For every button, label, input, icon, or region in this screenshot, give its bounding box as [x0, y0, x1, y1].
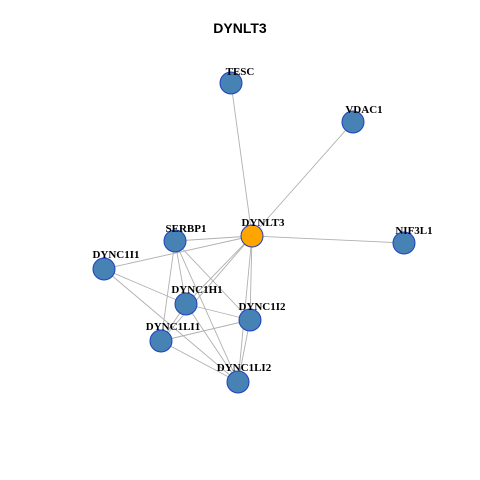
node-label-nif3l1: NIF3L1 — [395, 225, 432, 237]
edge-dynlt3-dync1i1 — [103, 235, 253, 270]
node-nif3l1[interactable] — [392, 231, 416, 255]
node-layer — [92, 71, 416, 394]
node-dynlt3[interactable] — [240, 224, 264, 248]
edge-dynlt3-serbp1 — [174, 235, 253, 242]
edge-dync1h1-dync1li2 — [185, 303, 239, 383]
node-dync1li1[interactable] — [149, 329, 173, 353]
node-label-vdac1: VDAC1 — [345, 104, 382, 116]
node-label-dynlt3: DYNLT3 — [242, 217, 285, 229]
graph-title: DYNLT3 — [213, 20, 267, 36]
edge-dynlt3-vdac1 — [251, 121, 354, 237]
node-label-dync1li1: DYNC1LI1 — [146, 321, 200, 333]
edge-dynlt3-dync1i2 — [249, 235, 253, 321]
edge-dync1li1-dync1li2 — [160, 340, 239, 383]
node-label-tesc: TESC — [226, 66, 255, 78]
node-label-serbp1: SERBP1 — [166, 223, 207, 235]
node-label-dync1i1: DYNC1I1 — [92, 249, 139, 261]
node-vdac1[interactable] — [341, 110, 365, 134]
node-serbp1[interactable] — [163, 229, 187, 253]
node-dync1i2[interactable] — [238, 308, 262, 332]
edge-dynlt3-nif3l1 — [251, 235, 405, 244]
node-label-dync1li2: DYNC1LI2 — [217, 362, 272, 374]
edge-dynlt3-dync1li2 — [237, 235, 253, 383]
node-label-dync1i2: DYNC1I2 — [238, 301, 286, 313]
node-label-dync1h1: DYNC1H1 — [171, 284, 222, 296]
edge-dynlt3-dync1li1 — [160, 235, 253, 342]
edge-dynlt3-dync1h1 — [185, 235, 253, 305]
edge-dynlt3-tesc — [230, 82, 253, 237]
node-dync1i1[interactable] — [92, 257, 116, 281]
node-dync1h1[interactable] — [174, 292, 198, 316]
edge-serbp1-dync1li2 — [174, 240, 239, 383]
node-dync1li2[interactable] — [226, 370, 250, 394]
edge-dync1i2-dync1li1 — [160, 319, 251, 342]
edge-dync1i1-dync1h1 — [103, 268, 187, 305]
node-tesc[interactable] — [219, 71, 243, 95]
edge-serbp1-dync1li1 — [160, 240, 176, 342]
edge-serbp1-dync1i2 — [174, 240, 251, 321]
